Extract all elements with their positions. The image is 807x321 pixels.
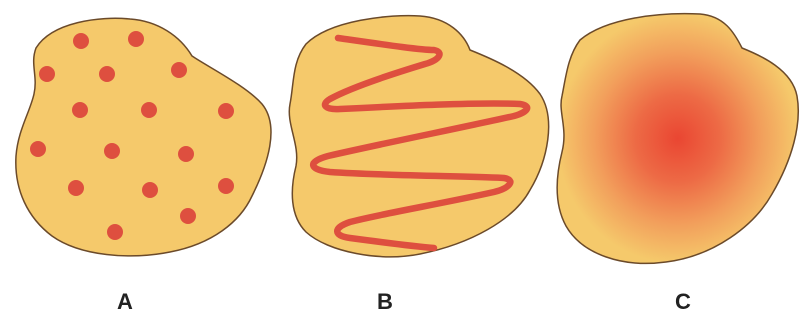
panel-c xyxy=(557,14,798,264)
dot xyxy=(68,180,84,196)
dot xyxy=(104,143,120,159)
panel-a xyxy=(16,18,271,256)
panel-b xyxy=(289,16,548,257)
dot xyxy=(141,102,157,118)
dot xyxy=(142,182,158,198)
panel-c-label: C xyxy=(653,289,713,315)
dot xyxy=(171,62,187,78)
dot xyxy=(178,146,194,162)
cell-a-outline xyxy=(16,18,271,256)
panel-a-label: A xyxy=(95,289,155,315)
dot xyxy=(73,33,89,49)
cell-c-outline xyxy=(557,14,798,264)
dot xyxy=(128,31,144,47)
dot xyxy=(218,103,234,119)
panel-b-label: B xyxy=(355,289,415,315)
dot xyxy=(72,102,88,118)
dot xyxy=(218,178,234,194)
dot xyxy=(99,66,115,82)
dot xyxy=(39,66,55,82)
dot xyxy=(180,208,196,224)
dot xyxy=(107,224,123,240)
dot xyxy=(30,141,46,157)
